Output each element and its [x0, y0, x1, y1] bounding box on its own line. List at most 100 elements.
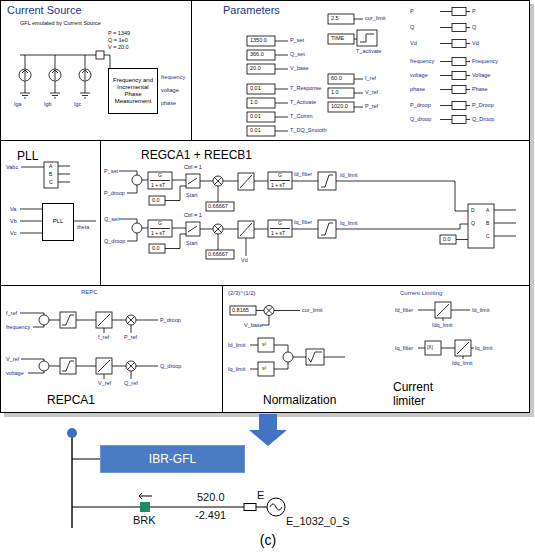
constant-value: 0.66667	[208, 203, 228, 210]
panel-frame: PLL PLL	[0, 140, 101, 286]
signal-label: P_Droop	[472, 102, 494, 109]
pin-label: A	[486, 207, 489, 213]
pin-label: 1 + sT	[151, 230, 165, 236]
signal-label: voltage	[6, 370, 24, 377]
panel-title: Current limiter	[393, 380, 449, 409]
signal-label: theta	[77, 224, 89, 231]
signal-label: frequency	[410, 58, 434, 65]
constant-value: P = 1349	[108, 30, 130, 37]
pin-label: B	[486, 220, 489, 226]
signal-label: Vabc	[6, 164, 18, 171]
signal-label: V_ref	[365, 89, 378, 96]
pin-label: C	[49, 179, 53, 185]
signal-label: Q	[410, 24, 414, 31]
signal-label: T_Response	[290, 85, 321, 92]
signal-label: f_ref	[6, 310, 17, 317]
signal-label: f_ref	[98, 334, 109, 341]
pin-label: A	[49, 163, 52, 169]
constant-value: 1.0	[331, 89, 339, 96]
signal-label: Iq_limit	[340, 220, 357, 227]
signal-label: V_base	[290, 65, 309, 72]
signal-label: T_DQ_Smooth	[290, 127, 327, 134]
signal-label: Iq_filter	[395, 345, 413, 352]
signal-label: Vd	[410, 40, 417, 47]
signal-label: T_Activate	[290, 99, 316, 106]
pin-label: Q	[471, 220, 475, 226]
signal-label: P_set	[104, 168, 118, 175]
signal-label: Q_set	[104, 216, 119, 223]
signal-label: Q_droop	[410, 116, 431, 123]
constant-value: 0.0	[443, 236, 451, 243]
constant-value: 0.01	[250, 127, 261, 134]
panel-title: PLL	[17, 149, 38, 163]
signal-label: Phase	[472, 86, 488, 93]
signal-label: Vd	[472, 40, 479, 47]
pin-label: 1 + sT	[271, 182, 285, 188]
signal-label: frequency	[6, 324, 30, 331]
constant-value: 1350.0	[250, 37, 267, 44]
pin-label: x²	[262, 341, 266, 347]
signal-label: Iq_filter	[294, 219, 312, 226]
signal-label: T_activate	[356, 48, 381, 55]
signal-label: P_ref	[365, 103, 378, 110]
signal-label: Id_limit	[340, 172, 357, 179]
constant-value: V = 20.0	[108, 44, 129, 51]
signal-label: cur_limit	[302, 307, 322, 314]
pin-label: G	[158, 220, 162, 226]
signal-label: voltage	[410, 72, 428, 79]
circuit-label: E_1032_0_S	[286, 515, 350, 528]
signal-label: Iq_limit	[228, 366, 245, 373]
signal-label: Va	[10, 206, 16, 213]
constant-value: 0.66667	[208, 251, 228, 258]
signal-label: Start	[186, 240, 198, 247]
signal-label: P_droop	[410, 102, 431, 109]
pin-label: C	[486, 233, 490, 239]
figure-caption: (c)	[238, 532, 298, 549]
signal-label: Q	[472, 24, 476, 31]
signal-label: Igb	[44, 101, 52, 108]
panel-title: REPC	[81, 289, 98, 296]
pin-label: 1 + sT	[271, 230, 285, 236]
constant-value: Q = 1e0	[108, 37, 128, 44]
constant-value: Ctrl = 1	[184, 164, 202, 171]
signal-label: Start	[186, 192, 198, 199]
constant-value: 0.0	[152, 197, 160, 204]
signal-label: Vb	[10, 218, 17, 225]
signal-label: P_droop	[104, 190, 125, 197]
pll-block: PLL	[42, 203, 74, 241]
pin-label: G	[278, 172, 282, 178]
circuit-label: E	[257, 489, 264, 502]
signal-label: Id_limit	[228, 342, 245, 349]
constant-value: 20.0	[250, 65, 261, 72]
constant-value: 0.8165	[232, 307, 249, 314]
signal-label: P	[472, 8, 476, 15]
circuit-label: 520.0	[197, 491, 225, 504]
constant-value: GFL emulated by Current Source	[20, 20, 101, 27]
constant-value: 1.0	[250, 99, 258, 106]
signal-label: P	[410, 8, 414, 15]
panel-title: REGCA1 + REECB1	[141, 148, 252, 162]
signal-label: frequency	[161, 74, 185, 81]
signal-label: Idq_limit	[432, 322, 452, 329]
signal-label: Id_limit	[472, 307, 489, 314]
signal-label: Id_filter	[294, 171, 312, 178]
block-text: IBR-GFL	[149, 452, 196, 466]
signal-label: Vd	[241, 257, 248, 264]
ibr-box: IBR-GFL	[100, 445, 245, 473]
signal-label: Q_Droop	[472, 116, 494, 123]
panel-title: Normalization	[263, 393, 336, 407]
pin-label: G	[158, 172, 162, 178]
signal-label: Q_set	[290, 51, 305, 58]
measurement-block: Frequency and Incremental Phase Measurem…	[108, 68, 158, 114]
signal-label: cur_limit	[365, 15, 385, 22]
panel-frame: REGCA1 + REECB1	[100, 140, 530, 286]
signal-label: voltage	[161, 87, 179, 94]
pin-label: x²	[262, 365, 266, 371]
block-text: Frequency and Incremental Phase Measurem…	[111, 77, 155, 106]
circuit-label: BRK	[133, 514, 156, 527]
signal-label: Q_droop	[104, 238, 125, 245]
section-note: Current Limiting	[400, 290, 442, 297]
signal-label: Iq_limit	[475, 345, 492, 352]
pin-label: D	[471, 207, 475, 213]
section-note: (2/3)^(1/2)	[228, 290, 256, 297]
